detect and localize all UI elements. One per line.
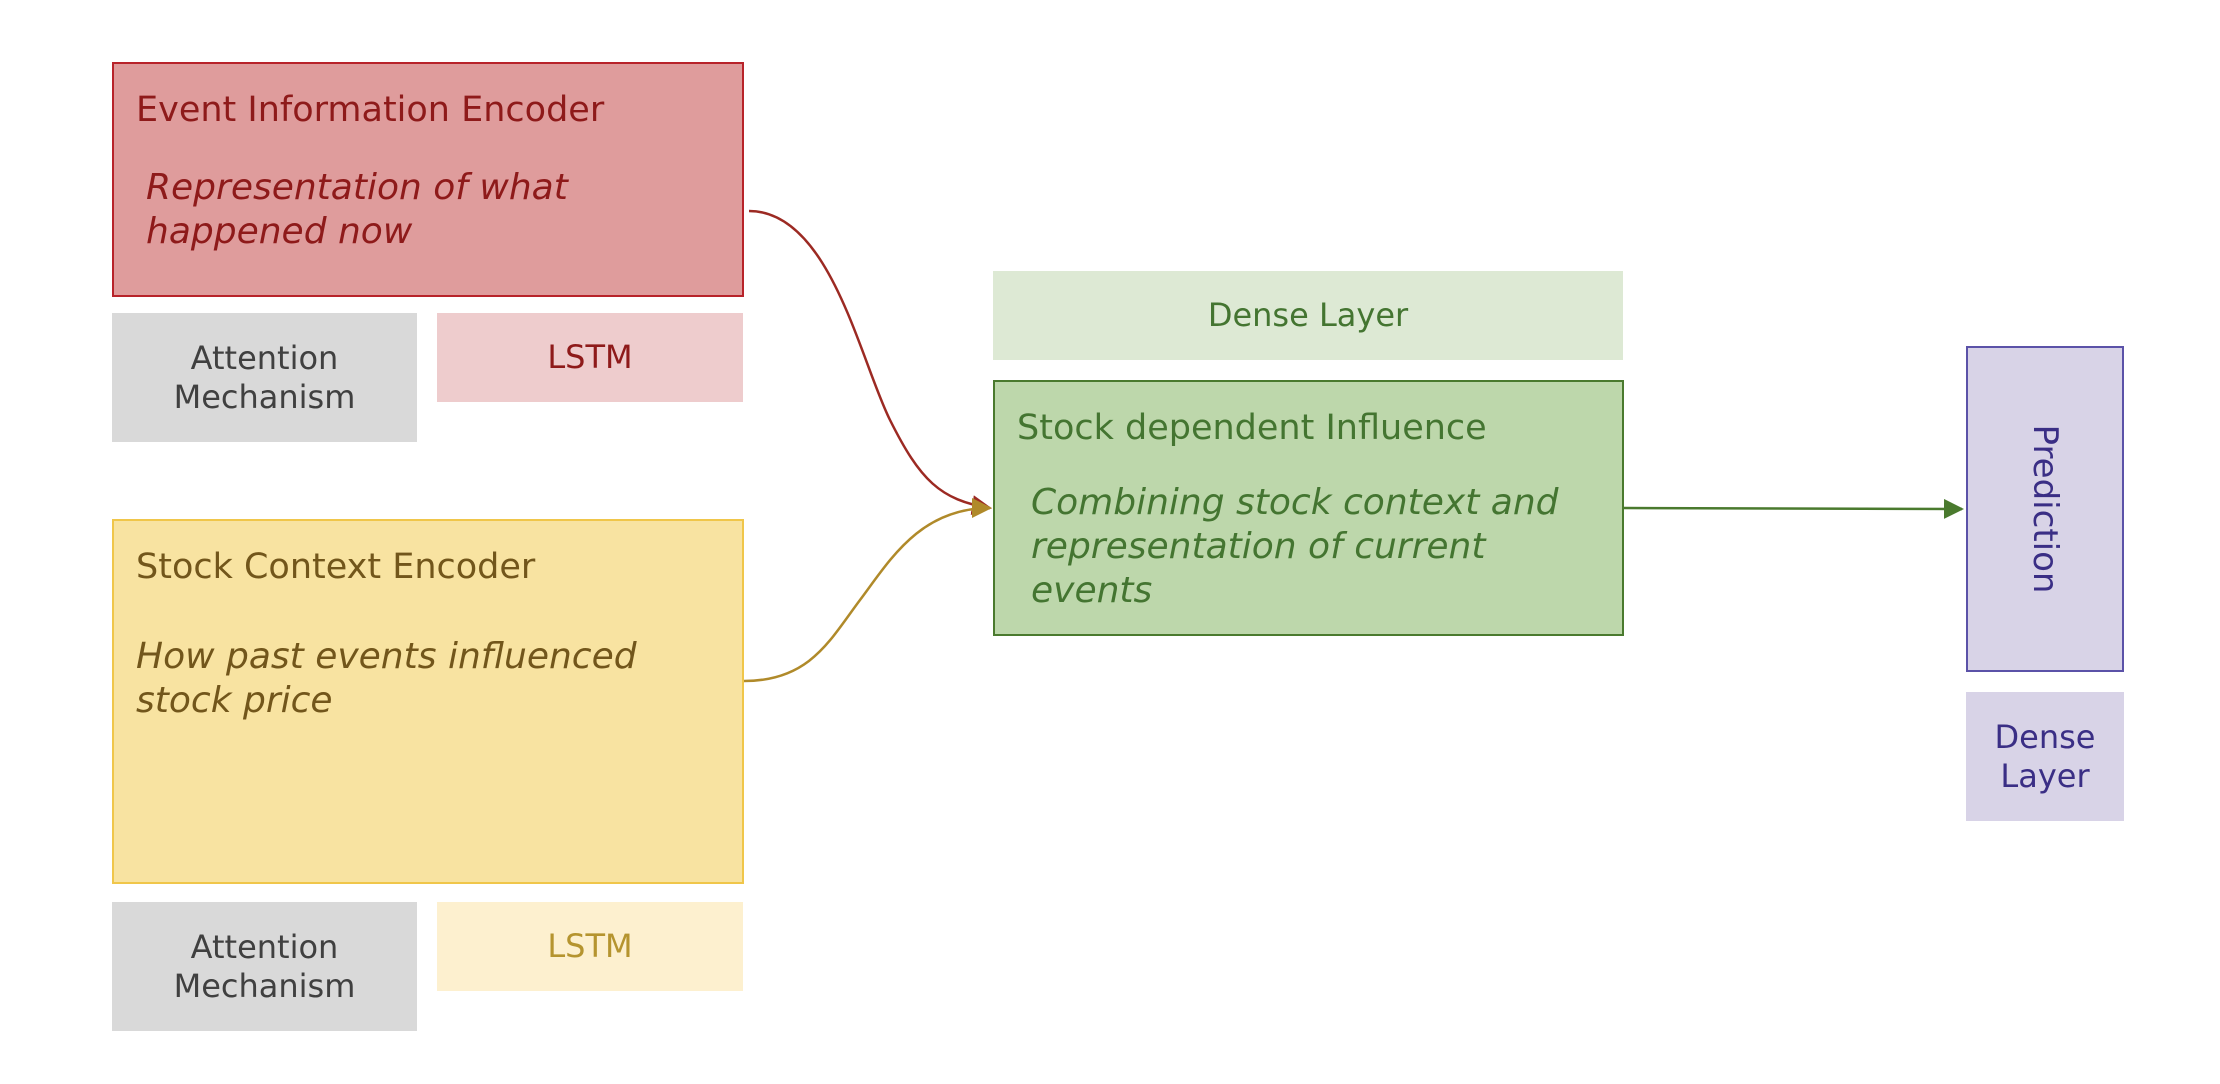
event-encoder-title: Event Information Encoder xyxy=(136,90,605,130)
influence-to-prediction-arrow xyxy=(1623,498,1964,519)
prediction-box: Prediction xyxy=(1966,346,2124,672)
stock-context-encoder: Stock Context Encoder How past events in… xyxy=(112,519,744,884)
context-to-influence-arrow xyxy=(743,498,992,683)
prediction-dense-layer: Dense Layer xyxy=(1966,692,2124,821)
event-information-encoder: Event Information Encoder Representation… xyxy=(112,62,744,297)
influence-dense-layer: Dense Layer xyxy=(993,271,1623,360)
event-attention-mechanism: Attention Mechanism xyxy=(112,313,417,442)
influence-title: Stock dependent Influence xyxy=(1017,408,1487,448)
context-lstm: LSTM xyxy=(437,902,743,991)
influence-description: Combining stock context and representati… xyxy=(1031,482,1559,611)
context-encoder-description: How past events influenced stock price xyxy=(136,636,637,721)
event-to-influence-arrow xyxy=(748,209,992,516)
event-encoder-description: Representation of what happened now xyxy=(146,167,568,252)
event-lstm: LSTM xyxy=(437,313,743,402)
context-encoder-title: Stock Context Encoder xyxy=(136,547,536,587)
stock-dependent-influence: Stock dependent Influence Combining stoc… xyxy=(993,380,1624,636)
context-attention-mechanism: Attention Mechanism xyxy=(112,902,417,1031)
prediction-label: Prediction xyxy=(2025,424,2065,594)
